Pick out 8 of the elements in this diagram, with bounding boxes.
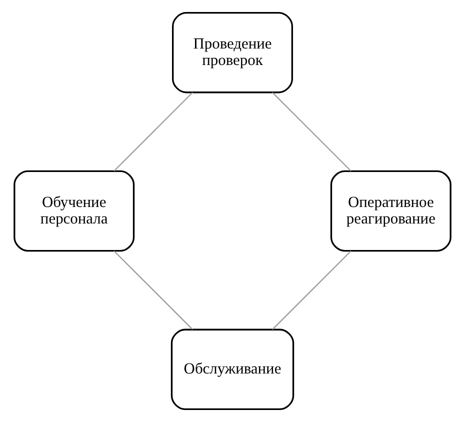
connector — [113, 92, 192, 172]
connector — [113, 250, 192, 330]
node-box: Оперативное реагирование — [330, 170, 451, 252]
node-box: Обучение персонала — [13, 170, 134, 252]
connector — [272, 250, 351, 330]
connector — [272, 92, 351, 172]
node-box: Проведение проверок — [172, 12, 292, 94]
node-box: Обслуживание — [170, 328, 294, 410]
